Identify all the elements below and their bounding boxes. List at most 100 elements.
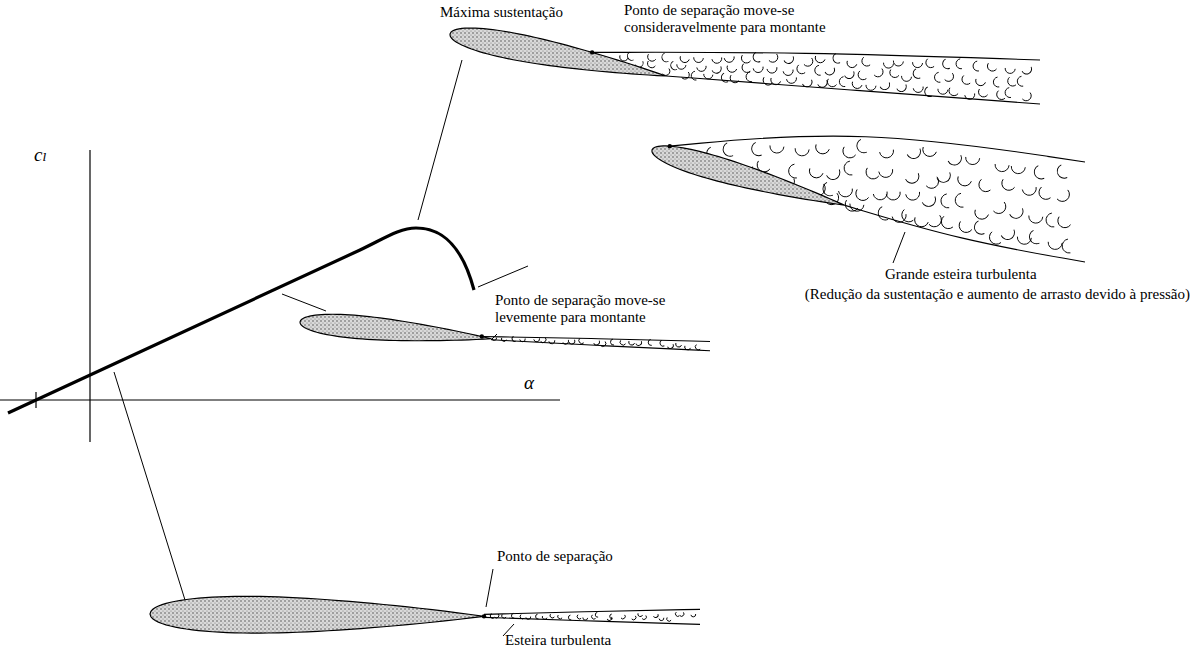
- wake-eddy: [1055, 217, 1070, 231]
- wake-eddy: [676, 64, 685, 69]
- wake-eddy: [1048, 242, 1063, 250]
- wake-eddy: [769, 78, 780, 86]
- wake-eddy: [939, 216, 953, 231]
- wake-eddy: [534, 338, 540, 342]
- wake-eddy: [874, 69, 885, 79]
- wake-eddy: [1022, 67, 1033, 76]
- wake-eddy: [880, 83, 891, 92]
- wake-eddy: [876, 207, 888, 223]
- wake-eddy: [728, 75, 739, 84]
- wake-eddy: [720, 73, 728, 83]
- wake-eddy: [1010, 208, 1026, 220]
- wake-eddy: [1028, 216, 1043, 224]
- wake-eddy: [712, 66, 723, 74]
- turbulent-wake: [484, 609, 700, 624]
- wake-eddy: [666, 617, 671, 622]
- wake-eddy: [1045, 213, 1054, 228]
- wake-eddy: [646, 54, 656, 63]
- wake-eddy: [851, 82, 862, 90]
- wake-eddy: [839, 189, 854, 198]
- wake-eddy: [1011, 166, 1026, 174]
- wake-eddy: [804, 58, 815, 68]
- wake-eddy: [899, 210, 913, 225]
- wake-eddy: [1036, 187, 1050, 202]
- wake-eddy: [492, 338, 497, 341]
- wake-eddy: [853, 189, 868, 203]
- y-axis: [89, 150, 90, 442]
- wake-eddy: [739, 55, 750, 65]
- turbulent-wake: [592, 52, 1040, 104]
- wake-eddy: [659, 618, 664, 621]
- wake-eddy: [569, 340, 576, 345]
- wake-eddy: [679, 56, 689, 64]
- wake-eddy: [929, 215, 944, 229]
- wake-eddy: [888, 70, 899, 80]
- wake-boundary: [844, 205, 1085, 262]
- wake-eddy: [660, 53, 668, 63]
- wake-eddy: [526, 617, 531, 620]
- wake-eddy: [1022, 93, 1033, 103]
- wake-eddy: [913, 87, 924, 94]
- wake-eddy: [972, 221, 984, 237]
- wake-eddy: [866, 85, 876, 91]
- separation-point: [668, 144, 672, 148]
- wake-eddy: [724, 56, 735, 63]
- wake-eddy: [999, 179, 1014, 193]
- wake-eddy: [682, 72, 691, 81]
- annotation-label: Ponto de separação move-se levemente par…: [495, 292, 695, 327]
- wake-eddy: [595, 612, 598, 617]
- wake-eddy: [960, 76, 970, 87]
- wake-eddy: [814, 56, 825, 64]
- wake-eddy: [642, 616, 647, 621]
- wake-eddy: [576, 615, 581, 620]
- wake-eddy: [669, 61, 677, 71]
- wake-eddy: [1004, 88, 1011, 99]
- wake-boundary: [484, 609, 700, 614]
- wake-eddy: [849, 204, 864, 212]
- wake-eddy: [542, 616, 547, 620]
- wake-eddy: [965, 93, 976, 100]
- wake-eddy: [940, 194, 949, 209]
- wake-eddy: [873, 192, 888, 201]
- wake-eddy: [956, 221, 971, 235]
- wake-eddy: [568, 615, 571, 620]
- wake-eddy: [769, 145, 784, 153]
- wake-eddy: [694, 345, 700, 352]
- wake-eddy: [954, 193, 963, 208]
- wake-eddy: [636, 341, 643, 346]
- wake-eddy: [609, 614, 612, 619]
- wake-eddy: [912, 62, 922, 68]
- wake-eddy: [659, 340, 664, 347]
- wake-eddy: [972, 61, 979, 72]
- wake-eddy: [863, 168, 878, 182]
- wake-eddy: [675, 343, 682, 348]
- lift-curve: [8, 228, 474, 413]
- separation-point: [480, 334, 484, 338]
- wake-eddy: [1032, 166, 1044, 182]
- leader-line: [893, 232, 905, 263]
- wake-eddy: [783, 70, 794, 77]
- wake-eddy: [807, 168, 823, 179]
- wake-eddy: [926, 177, 941, 191]
- wake-eddy: [883, 63, 893, 69]
- wake-eddy: [549, 614, 554, 619]
- wake-eddy: [924, 59, 934, 70]
- airfoil: [300, 314, 491, 340]
- wake-eddy: [684, 346, 691, 351]
- wake-eddy: [913, 217, 929, 228]
- leader-line: [114, 372, 185, 600]
- wake-eddy: [1055, 165, 1067, 181]
- separation-point: [482, 614, 486, 618]
- wake-eddy: [654, 614, 659, 618]
- wake-eddy: [892, 214, 907, 223]
- wake-eddy: [1061, 239, 1070, 254]
- wake-eddy: [839, 77, 846, 88]
- wake-eddy: [795, 65, 805, 76]
- wake-eddy: [814, 65, 821, 76]
- wake-eddy: [901, 76, 911, 82]
- wake-eddy: [557, 615, 562, 620]
- wake-eddy: [1027, 230, 1039, 246]
- leader-line: [478, 266, 528, 287]
- wake-eddy: [646, 61, 655, 69]
- wake-eddy: [1005, 68, 1015, 74]
